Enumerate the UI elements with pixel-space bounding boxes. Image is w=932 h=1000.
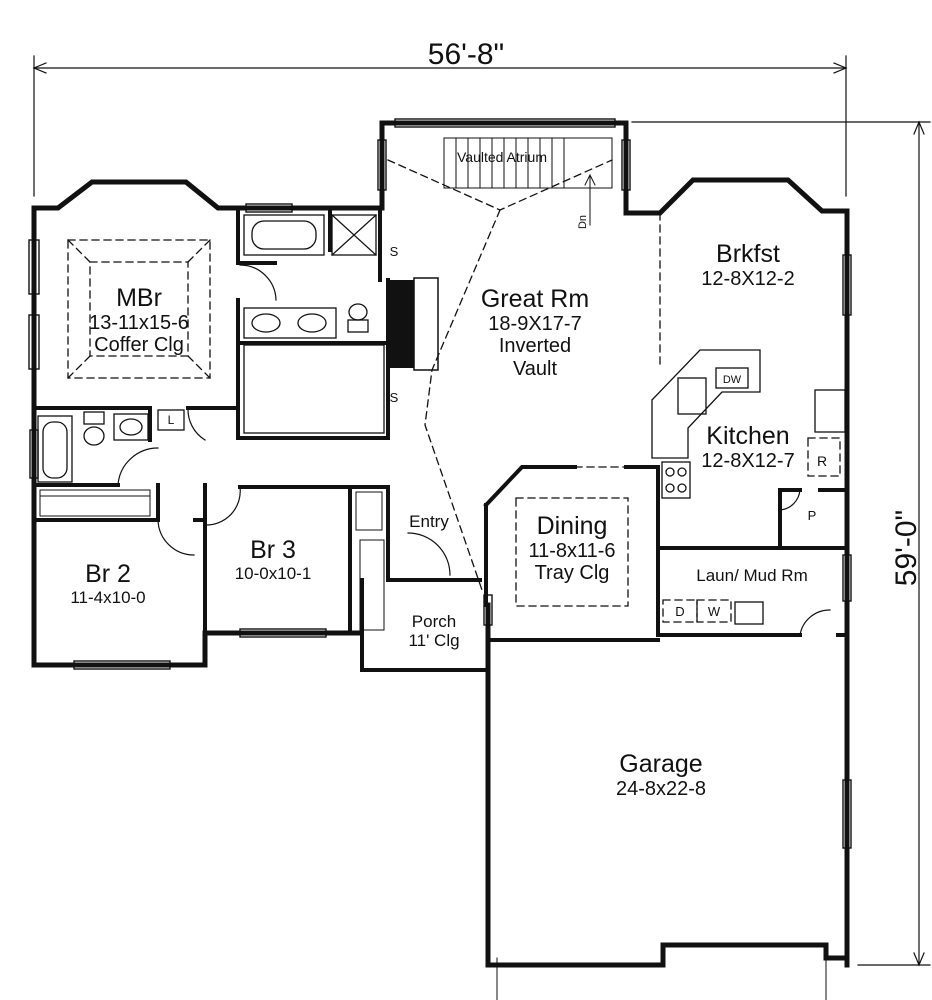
width-dimension-line <box>32 55 848 197</box>
fireplace <box>386 277 439 371</box>
mbr-size: 13-11x15-6 <box>89 312 189 334</box>
master-bath-fixtures <box>243 214 385 434</box>
linen-label: L <box>168 413 175 427</box>
great-room: Great Rm 18-9X17-7 Inverted Vault <box>481 285 589 380</box>
br2-size: 11-4x10-0 <box>70 588 146 607</box>
depth-dimension: 59'-0" <box>890 509 923 587</box>
kitchen-fixtures <box>651 349 846 625</box>
great-room-size: 18-9X17-7 <box>488 313 582 335</box>
pantry-label: P <box>808 508 817 523</box>
br2-room: Br 2 11-4x10-0 <box>70 560 145 607</box>
dw-label: DW <box>723 374 742 386</box>
atrium-stairs <box>443 137 613 226</box>
great-room-name: Great Rm <box>480 285 590 313</box>
kitchen-size: 12-8X12-7 <box>701 450 795 472</box>
hall-bath-fixtures <box>37 409 185 483</box>
porch-note: 11' Clg <box>408 631 460 651</box>
washer-label: W <box>708 604 721 619</box>
width-dimension: 56'-8" <box>427 38 505 71</box>
exterior-walls <box>31 120 850 968</box>
dining-room: Dining 11-8x11-6 Tray Clg <box>528 512 615 585</box>
windows <box>28 118 852 849</box>
laundry-label: Laun/ Mud Rm <box>696 566 808 585</box>
stairs-down-label: Dn <box>577 215 589 229</box>
dryer-label: D <box>675 604 684 619</box>
mbr-name: MBr <box>116 284 162 312</box>
br2-name: Br 2 <box>85 560 131 588</box>
entry-label: Entry <box>409 512 449 531</box>
br3-name: Br 3 <box>250 536 296 564</box>
mbr-note: Coffer Clg <box>94 334 184 357</box>
closet-shelves <box>39 489 385 631</box>
kitchen-room: Kitchen 12-8X12-7 <box>701 422 794 472</box>
porch-name: Porch <box>411 612 457 631</box>
dining-name: Dining <box>536 512 608 540</box>
door-swings <box>117 264 831 636</box>
great-room-note2: Vault <box>512 357 558 380</box>
ceiling-outlines <box>67 159 841 623</box>
garage-size: 24-8x22-8 <box>615 778 707 800</box>
dining-note: Tray Clg <box>534 562 610 585</box>
shelf-label-lower: S <box>390 390 399 405</box>
mbr-room: MBr 13-11x15-6 Coffer Clg <box>89 284 189 357</box>
garage-threshold <box>496 957 827 1000</box>
garage-room: Garage 24-8x22-8 <box>616 750 706 800</box>
br3-room: Br 3 10-0x10-1 <box>235 536 312 583</box>
refrigerator-label: R <box>817 453 827 469</box>
brkfst-name: Brkfst <box>716 240 780 268</box>
interior-walls <box>32 206 849 672</box>
great-room-note1: Inverted <box>498 335 572 358</box>
atrium-label: Vaulted Atrium <box>457 149 547 165</box>
brkfst-size: 12-8X12-2 <box>701 268 795 290</box>
depth-dimension-line <box>631 120 931 967</box>
kitchen-name: Kitchen <box>706 422 790 450</box>
br3-size: 10-0x10-1 <box>234 564 312 583</box>
shelf-label-upper: S <box>390 244 399 259</box>
porch-room: Porch 11' Clg <box>408 612 459 650</box>
brkfst-room: Brkfst 12-8X12-2 <box>701 240 794 290</box>
garage-name: Garage <box>619 750 703 778</box>
dining-size: 11-8x11-6 <box>528 540 616 562</box>
